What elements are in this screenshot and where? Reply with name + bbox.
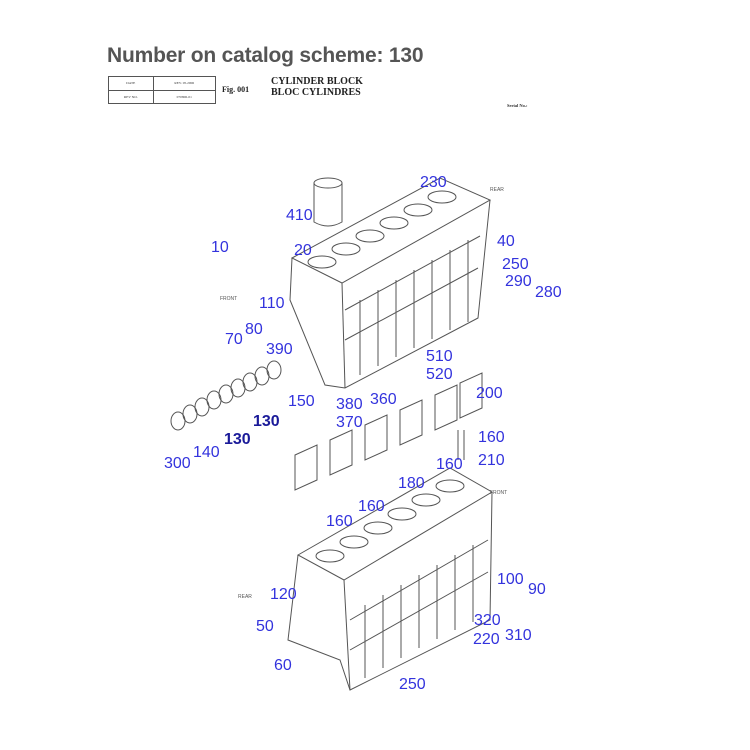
callout-380[interactable]: 380: [336, 396, 363, 413]
callout-310[interactable]: 310: [505, 627, 532, 644]
callout-230[interactable]: 230: [420, 174, 447, 191]
callout-150[interactable]: 150: [288, 393, 315, 410]
callout-160[interactable]: 160: [358, 498, 385, 515]
callout-160[interactable]: 160: [326, 513, 353, 530]
callout-290[interactable]: 290: [505, 273, 532, 290]
callout-60[interactable]: 60: [274, 657, 292, 674]
callout-280[interactable]: 280: [535, 284, 562, 301]
callout-250[interactable]: 250: [399, 676, 426, 693]
callout-160[interactable]: 160: [436, 456, 463, 473]
callout-180[interactable]: 180: [398, 475, 425, 492]
callout-360[interactable]: 360: [370, 391, 397, 408]
page-title: Number on catalog scheme: 130: [107, 44, 424, 67]
cylinder-bores-bottom: [315, 479, 465, 563]
figure-title-en: CYLINDER BLOCK: [271, 76, 363, 87]
rear-label: REAR: [238, 594, 252, 600]
callout-50[interactable]: 50: [256, 618, 274, 635]
callout-250[interactable]: 250: [502, 256, 529, 273]
callout-20[interactable]: 20: [294, 242, 312, 259]
front-label: FRONT: [220, 296, 238, 302]
callout-130[interactable]: 130: [253, 413, 280, 430]
cylinder-block-top-view: [289, 177, 492, 389]
callout-90[interactable]: 90: [528, 581, 546, 598]
callout-520[interactable]: 520: [426, 366, 453, 383]
callout-70[interactable]: 70: [225, 331, 243, 348]
figure-number: Fig. 001: [222, 85, 250, 94]
callout-100[interactable]: 100: [497, 571, 524, 588]
cylinder-liner: [313, 177, 343, 227]
bearing-caps: [294, 372, 483, 491]
serial-number-label: Serial No.:: [507, 103, 528, 108]
table-cell: 070806-01: [152, 89, 217, 104]
callout-120[interactable]: 120: [270, 586, 297, 603]
cylinder-block-bottom-view: [287, 467, 493, 691]
front-label: FRONT: [490, 490, 508, 496]
callout-140[interactable]: 140: [193, 444, 220, 461]
callout-130[interactable]: 130: [224, 431, 251, 448]
callout-320[interactable]: 320: [474, 612, 501, 629]
callout-80[interactable]: 80: [245, 321, 263, 338]
figure-title-fr: BLOC CYLINDRES: [271, 87, 361, 98]
callout-220[interactable]: 220: [473, 631, 500, 648]
callout-510[interactable]: 510: [426, 348, 453, 365]
rear-label: REAR: [490, 187, 504, 193]
callout-390[interactable]: 390: [266, 341, 293, 358]
callout-110[interactable]: 110: [259, 295, 285, 312]
callout-300[interactable]: 300: [164, 455, 191, 472]
callout-410[interactable]: 410: [286, 207, 313, 224]
callout-210[interactable]: 210: [478, 452, 505, 469]
seal-rings: [170, 360, 282, 431]
callout-200[interactable]: 200: [476, 385, 503, 402]
cylinder-bores: [307, 190, 457, 269]
figure-title: CYLINDER BLOCK BLOC CYLINDRES: [271, 76, 363, 98]
callout-10[interactable]: 10: [211, 239, 229, 256]
callout-160[interactable]: 160: [478, 429, 505, 446]
callout-40[interactable]: 40: [497, 233, 515, 250]
callout-370[interactable]: 370: [336, 414, 363, 431]
